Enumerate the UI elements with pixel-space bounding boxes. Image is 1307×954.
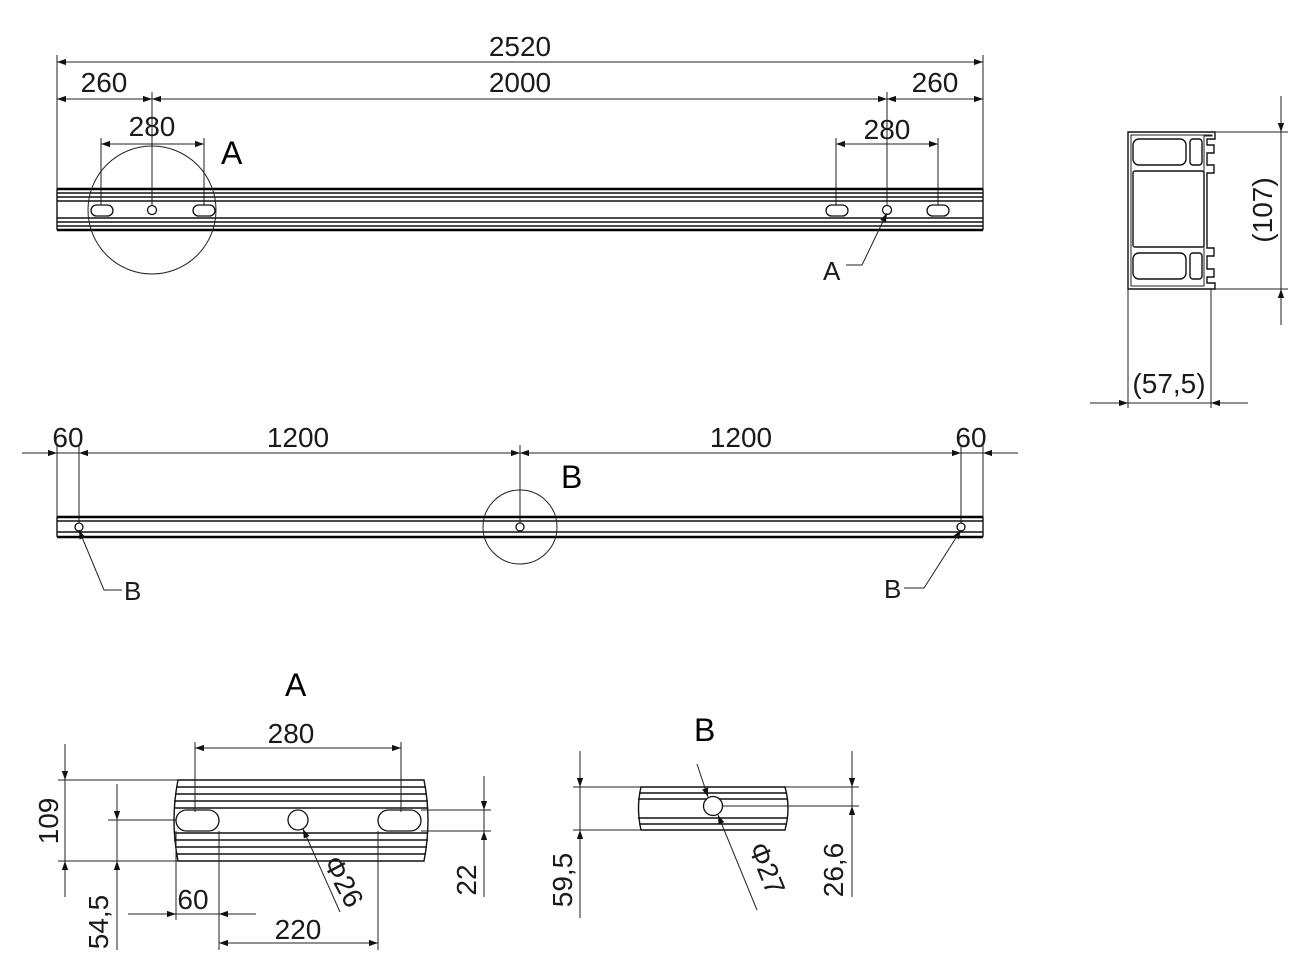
dim-detail-a-slot-width: 22 [451,864,482,895]
leader-b-right [904,529,962,589]
chamber-bottom [1132,252,1187,280]
detail-circle-a [87,145,217,275]
detail-circle-b [482,489,558,565]
detail-label-b: B [561,459,582,495]
section-view: (107) (57,5) [1090,96,1288,408]
hole [515,522,525,532]
dim-section-width: (57,5) [1132,368,1205,399]
dim-detail-a-center: 54,5 [83,895,114,950]
dim-middle: 2000 [489,67,551,98]
dim-side-span-right: 1200 [710,422,772,453]
detail-a-title: A [285,667,307,703]
side-beam [56,515,984,539]
detail-a-slot-right [377,809,422,832]
dim-slot-left: 280 [129,111,176,142]
detail-label-a: A [221,135,243,171]
dim-detail-b-height: 59,5 [547,853,578,908]
hole [956,522,966,532]
detail-a-hole [287,809,309,831]
dim-detail-a-spacing: 220 [275,914,322,945]
leader-label-b-right: B [884,574,901,604]
leader-label-a: A [823,256,841,286]
slot [825,204,849,217]
dim-section-height: (107) [1247,177,1278,242]
detail-a-body [173,779,429,862]
side-view: 60 1200 1200 60 B B B [22,422,1018,606]
dim-detail-a-height: 109 [33,798,64,845]
hole [146,204,158,216]
dim-detail-b-center: 26,6 [818,843,849,898]
dim-end-left: 260 [81,67,128,98]
front-view: 2520 260 2000 260 280 280 [56,31,984,286]
detail-b-hole [702,795,724,817]
dim-slot-right: 280 [864,114,911,145]
slot [926,204,950,217]
dim-side-end-right: 60 [955,422,986,453]
dim-side-span-left: 1200 [267,422,329,453]
hole [881,204,893,216]
dim-side-end-left: 60 [52,422,83,453]
chamber-top [1132,138,1187,166]
leader-label-b-left: B [124,576,141,606]
detail-b-title: B [694,712,715,748]
dim-detail-a-slot-length: 60 [177,884,208,915]
chamber-middle [1132,170,1205,248]
dim-detail-b-hole: Φ27 [742,838,791,899]
detail-b-view: B 59,5 26,6 Φ27 [547,712,859,918]
dim-detail-a-hole: Φ26 [317,851,369,913]
slot [90,204,114,217]
slot [192,204,216,217]
detail-a-slot-left [175,809,220,832]
dim-end-right: 260 [912,67,959,98]
front-beam [56,187,984,232]
dim-detail-a-pitch: 280 [268,718,315,749]
dim-overall: 2520 [489,31,551,62]
detail-b-body [637,786,789,831]
profile-outline [1127,131,1216,290]
leader-b-left [78,529,122,591]
detail-a-view: A 280 109 54,5 [33,667,491,950]
leader-a [846,212,888,266]
hole [74,522,84,532]
